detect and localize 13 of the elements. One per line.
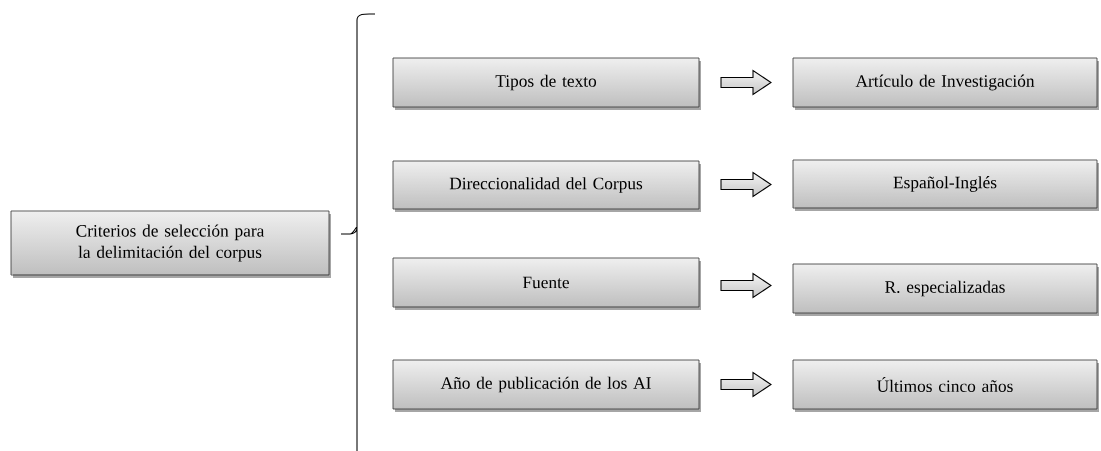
block-arrow	[720, 171, 772, 198]
text-box: Artículo de Investigación	[792, 57, 1099, 110]
text-box: Direccionalidad del Corpus	[392, 160, 701, 212]
text-box: R. especializadas	[792, 263, 1099, 316]
text-box: Tipos de texto	[392, 57, 701, 110]
text-box: Año de publicación de los AI	[392, 359, 701, 412]
block-arrow	[720, 371, 772, 398]
block-arrow	[720, 272, 772, 299]
text-box: Fuente	[392, 257, 701, 310]
block-arrow	[720, 69, 772, 96]
text-box: Criterios de selección para la delimitación del corpus	[10, 210, 331, 278]
text-box: Español-Inglés	[792, 159, 1099, 211]
text-box: Últimos cinco años	[792, 359, 1099, 412]
